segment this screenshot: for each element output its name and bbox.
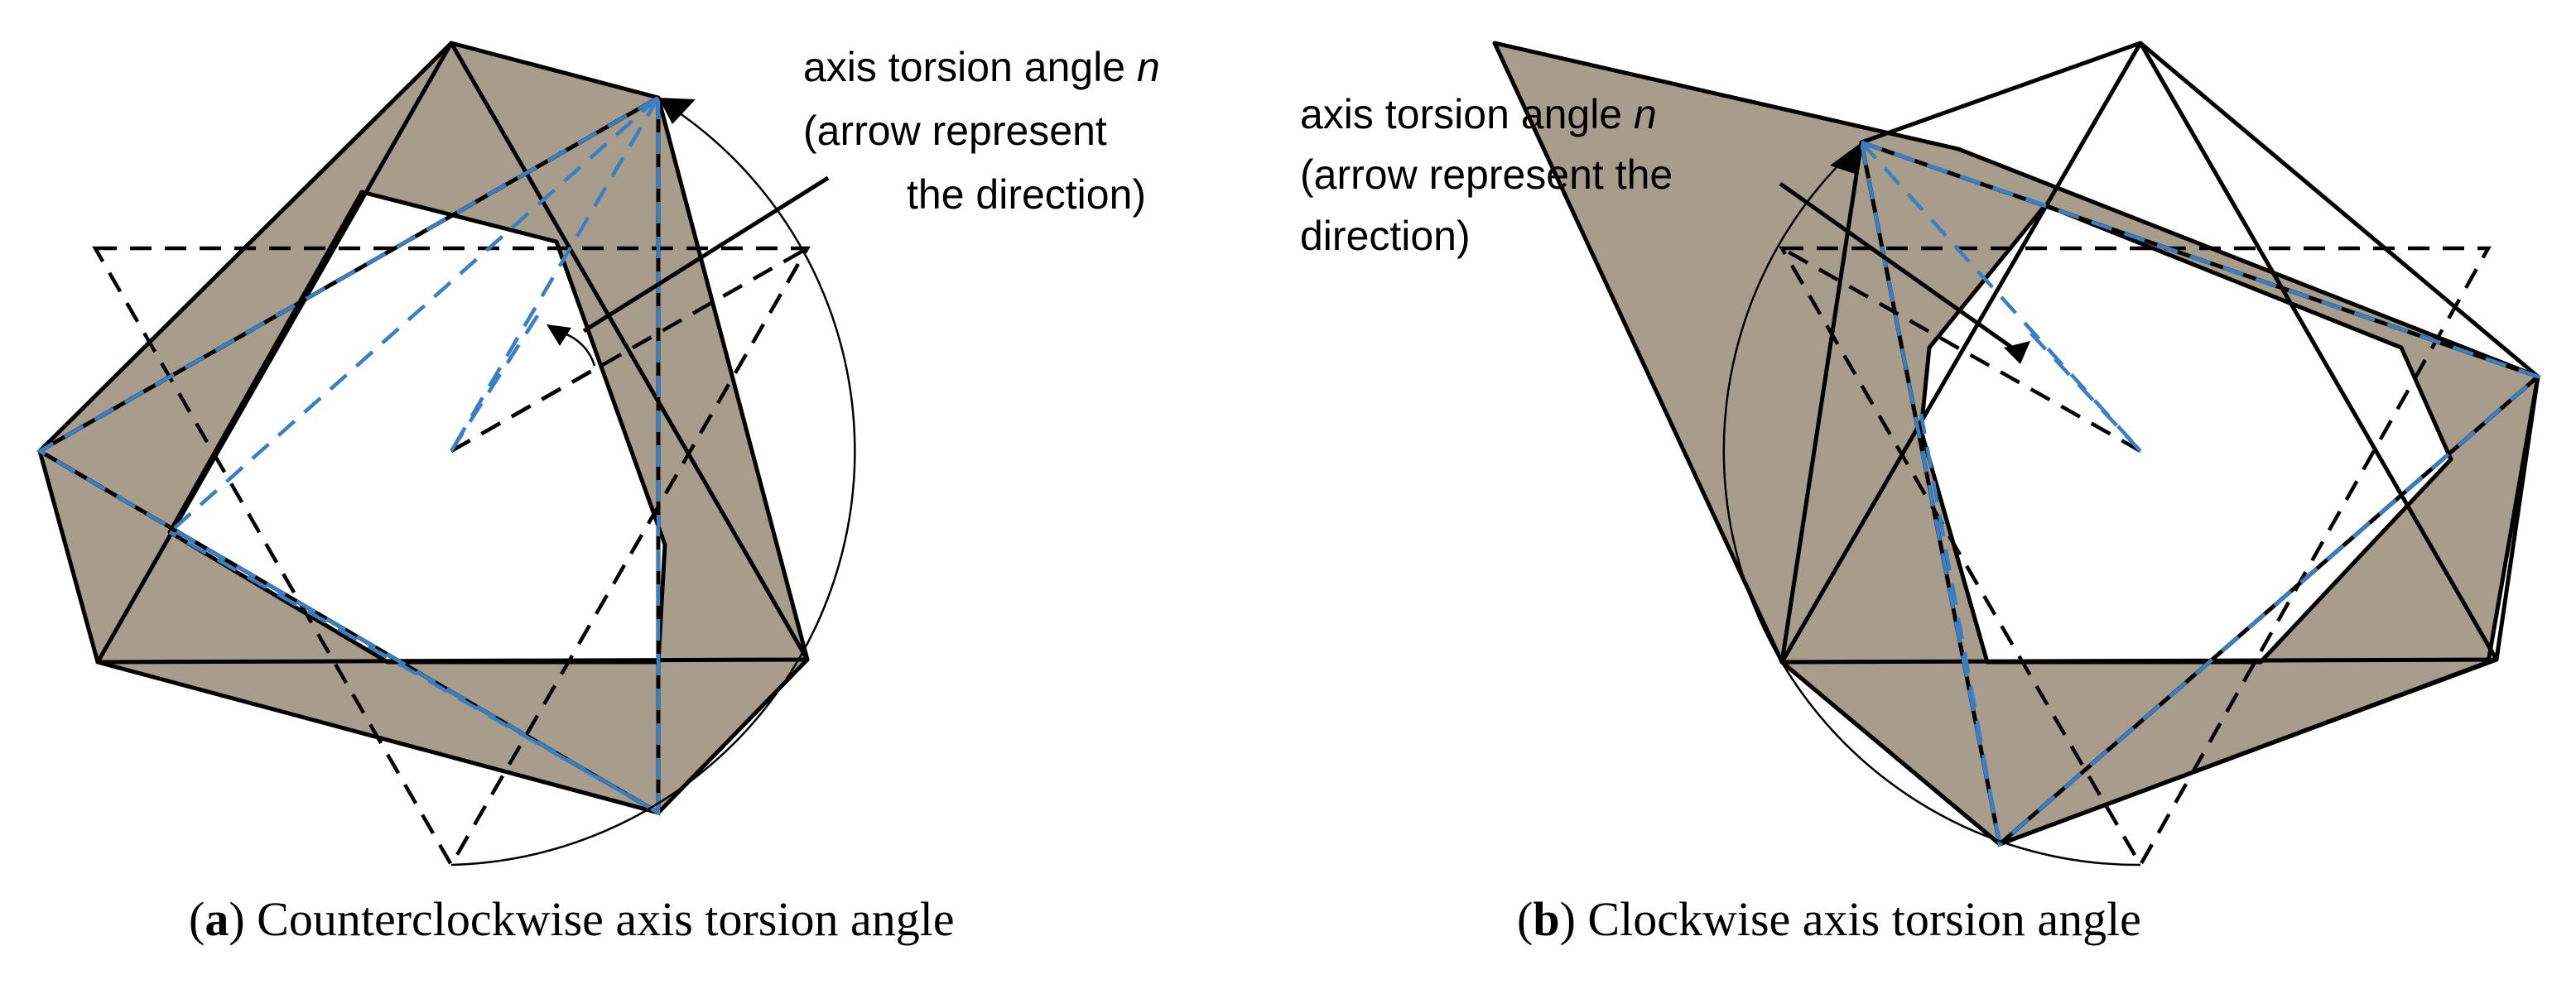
- panel-a-large-arrowhead-icon: [658, 98, 696, 124]
- panel-b-annotation-line3: direction): [1300, 213, 1471, 259]
- panel-b-large-torsion-arc: [1722, 150, 2141, 867]
- panel-b-dashed-triangle-original: [1779, 246, 2492, 869]
- panel-b-blue-chord-3: [1919, 413, 2002, 845]
- panel-b-solid-triangle-outer: [1779, 41, 2499, 665]
- panel-a-center-ray-black-2: [450, 367, 598, 453]
- panel-b-diagram: [1492, 41, 2542, 869]
- panel-a-dashed-triangle-original: [92, 246, 811, 869]
- panel-a-blue-chord-2: [168, 96, 660, 534]
- panel-b-annotation-pointer: [1779, 181, 2014, 350]
- panel-b-annotation-line1: axis torsion angle n: [1300, 91, 1657, 137]
- panel-b-large-arrowhead-icon: [1830, 142, 1861, 174]
- panel-a-annotation-line2: (arrow represent: [803, 108, 1107, 154]
- panel-a-caption: (a) Counterclockwise axis torsion angle: [189, 892, 955, 946]
- panel-a-dashed-triangle-twisted: [36, 94, 661, 816]
- panel-a-solid-triangle-outer: [95, 41, 810, 665]
- panel-b-center-ray-blue: [2027, 329, 2142, 453]
- panel-a-blue-chord-3: [168, 531, 660, 814]
- panel-a-center-ray-blue: [450, 313, 540, 453]
- panel-a-small-arrowhead-icon: [546, 324, 571, 346]
- panel-a-annotation-line3: the direction): [907, 171, 1146, 218]
- panel-a-twisted-band: [37, 41, 810, 815]
- panel-a-annotation-line1: axis torsion angle n: [803, 44, 1160, 90]
- panel-b-annotation-line2: (arrow represent the: [1300, 151, 1673, 198]
- panel-a-annotation-pointer: [582, 175, 830, 334]
- panel-b-caption: (b) Clockwise axis torsion angle: [1517, 892, 2141, 946]
- panel-a-large-torsion-arc: [450, 104, 856, 867]
- panel-a-diagram: [36, 41, 856, 869]
- panel-b-dashed-triangle-twisted: [1859, 139, 2542, 848]
